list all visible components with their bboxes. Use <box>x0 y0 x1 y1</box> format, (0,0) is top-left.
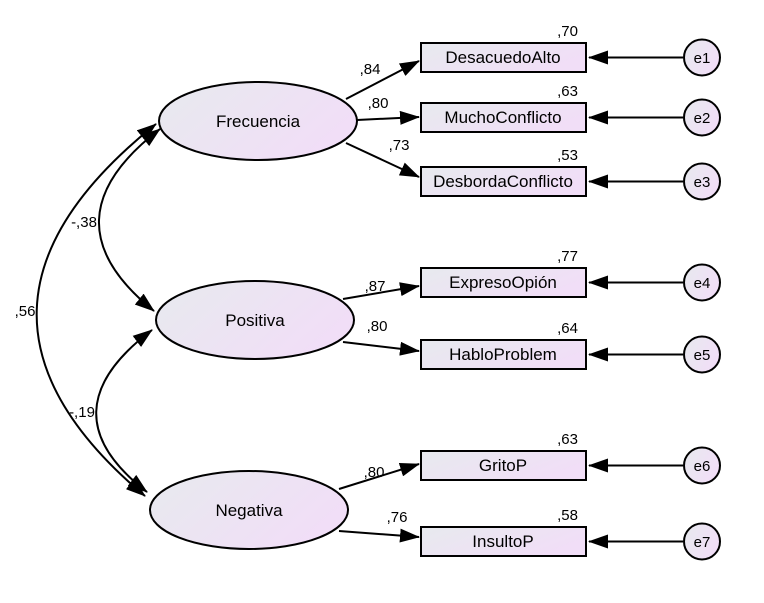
observed-node-insultop <box>420 526 587 557</box>
loading-arrow-frecuencia-desacuedoalto <box>345 60 420 100</box>
observed-label-muchoconflicto: MuchoConflicto <box>444 108 561 127</box>
error-node-e1 <box>683 38 721 77</box>
loading-value-expresoopion: ,87 <box>365 278 386 295</box>
observed-node-desacuedoalto <box>420 42 587 73</box>
covariance-arrow-positiva-negativa <box>95 329 153 493</box>
observed-label-expresoopion: ExpresoOpión <box>449 273 557 292</box>
covariance-arrow-frecuencia-positiva <box>98 128 161 312</box>
smc-value-habloproblem: ,64 <box>557 320 578 337</box>
error-label-e7: e7 <box>694 534 711 551</box>
smc-value-desbordaconflicto: ,53 <box>557 147 578 164</box>
observed-node-gritop <box>420 450 587 481</box>
covariance-value-positiva-negativa: -,19 <box>69 404 95 421</box>
error-label-e2: e2 <box>694 110 711 127</box>
observed-node-habloproblem <box>420 339 587 370</box>
smc-value-insultop: ,58 <box>557 507 578 524</box>
latent-nodes: Frecuencia Positiva Negativa <box>149 81 358 550</box>
loading-value-muchoconflicto: ,80 <box>368 95 389 112</box>
loading-arrow-positiva-habloproblem <box>342 341 420 356</box>
latent-node-frecuencia <box>158 81 358 161</box>
error-arrows <box>588 50 683 549</box>
covariance-arrow-frecuencia-negativa <box>35 123 157 497</box>
observed-nodes: DesacuedoAlto ,70 MuchoConflicto ,63 Des… <box>420 23 587 557</box>
loading-arrow-frecuencia-muchoconflicto <box>356 110 420 125</box>
smc-value-expresoopion: ,77 <box>557 248 578 265</box>
observed-label-desbordaconflicto: DesbordaConflicto <box>433 172 573 191</box>
loading-value-insultop: ,76 <box>387 509 408 526</box>
loading-value-desacuedoalto: ,84 <box>360 61 381 78</box>
error-node-e2 <box>683 98 721 137</box>
error-label-e3: e3 <box>694 174 711 191</box>
loading-value-desbordaconflicto: ,73 <box>389 137 410 154</box>
observed-node-desbordaconflicto <box>420 166 587 197</box>
smc-value-gritop: ,63 <box>557 431 578 448</box>
covariance-value-frecuencia-negativa: ,56 <box>15 303 36 320</box>
error-node-e5 <box>683 335 721 374</box>
latent-label-positiva: Positiva <box>225 311 285 330</box>
covariance-value-frecuencia-positiva: -,38 <box>71 214 97 231</box>
loading-value-habloproblem: ,80 <box>367 318 388 335</box>
error-node-e3 <box>683 162 721 201</box>
observed-label-habloproblem: HabloProblem <box>449 345 557 364</box>
latent-label-negativa: Negativa <box>215 501 283 520</box>
loading-arrow-positiva-expresoopion <box>342 282 420 300</box>
error-label-e6: e6 <box>694 458 711 475</box>
observed-node-muchoconflicto <box>420 102 587 133</box>
error-label-e5: e5 <box>694 347 711 364</box>
observed-label-desacuedoalto: DesacuedoAlto <box>445 48 560 67</box>
error-nodes: e1 e2 e3 e4 e5 e6 e7 <box>683 38 721 561</box>
error-node-e6 <box>683 446 721 485</box>
error-node-e4 <box>683 263 721 302</box>
observed-node-expresoopion <box>420 267 587 298</box>
latent-node-negativa <box>149 470 349 550</box>
latent-label-frecuencia: Frecuencia <box>216 112 301 131</box>
loading-arrow-negativa-gritop <box>338 462 420 490</box>
smc-value-desacuedoalto: ,70 <box>557 23 578 40</box>
error-label-e4: e4 <box>694 275 711 292</box>
observed-label-gritop: GritoP <box>479 456 527 475</box>
observed-label-insultop: InsultoP <box>472 532 533 551</box>
latent-node-positiva <box>155 280 355 360</box>
error-label-e1: e1 <box>694 50 711 67</box>
covariance-curves: -,38 ,56 -,19 <box>15 123 161 497</box>
error-node-e7 <box>683 522 721 561</box>
loading-arrows: ,84 ,80 ,73 ,87 ,80 ,80 ,76 <box>338 60 420 543</box>
loading-arrow-negativa-insultop <box>338 528 420 543</box>
loading-arrow-frecuencia-desbordaconflicto <box>345 142 420 178</box>
smc-value-muchoconflicto: ,63 <box>557 83 578 100</box>
loading-value-gritop: ,80 <box>364 464 385 481</box>
